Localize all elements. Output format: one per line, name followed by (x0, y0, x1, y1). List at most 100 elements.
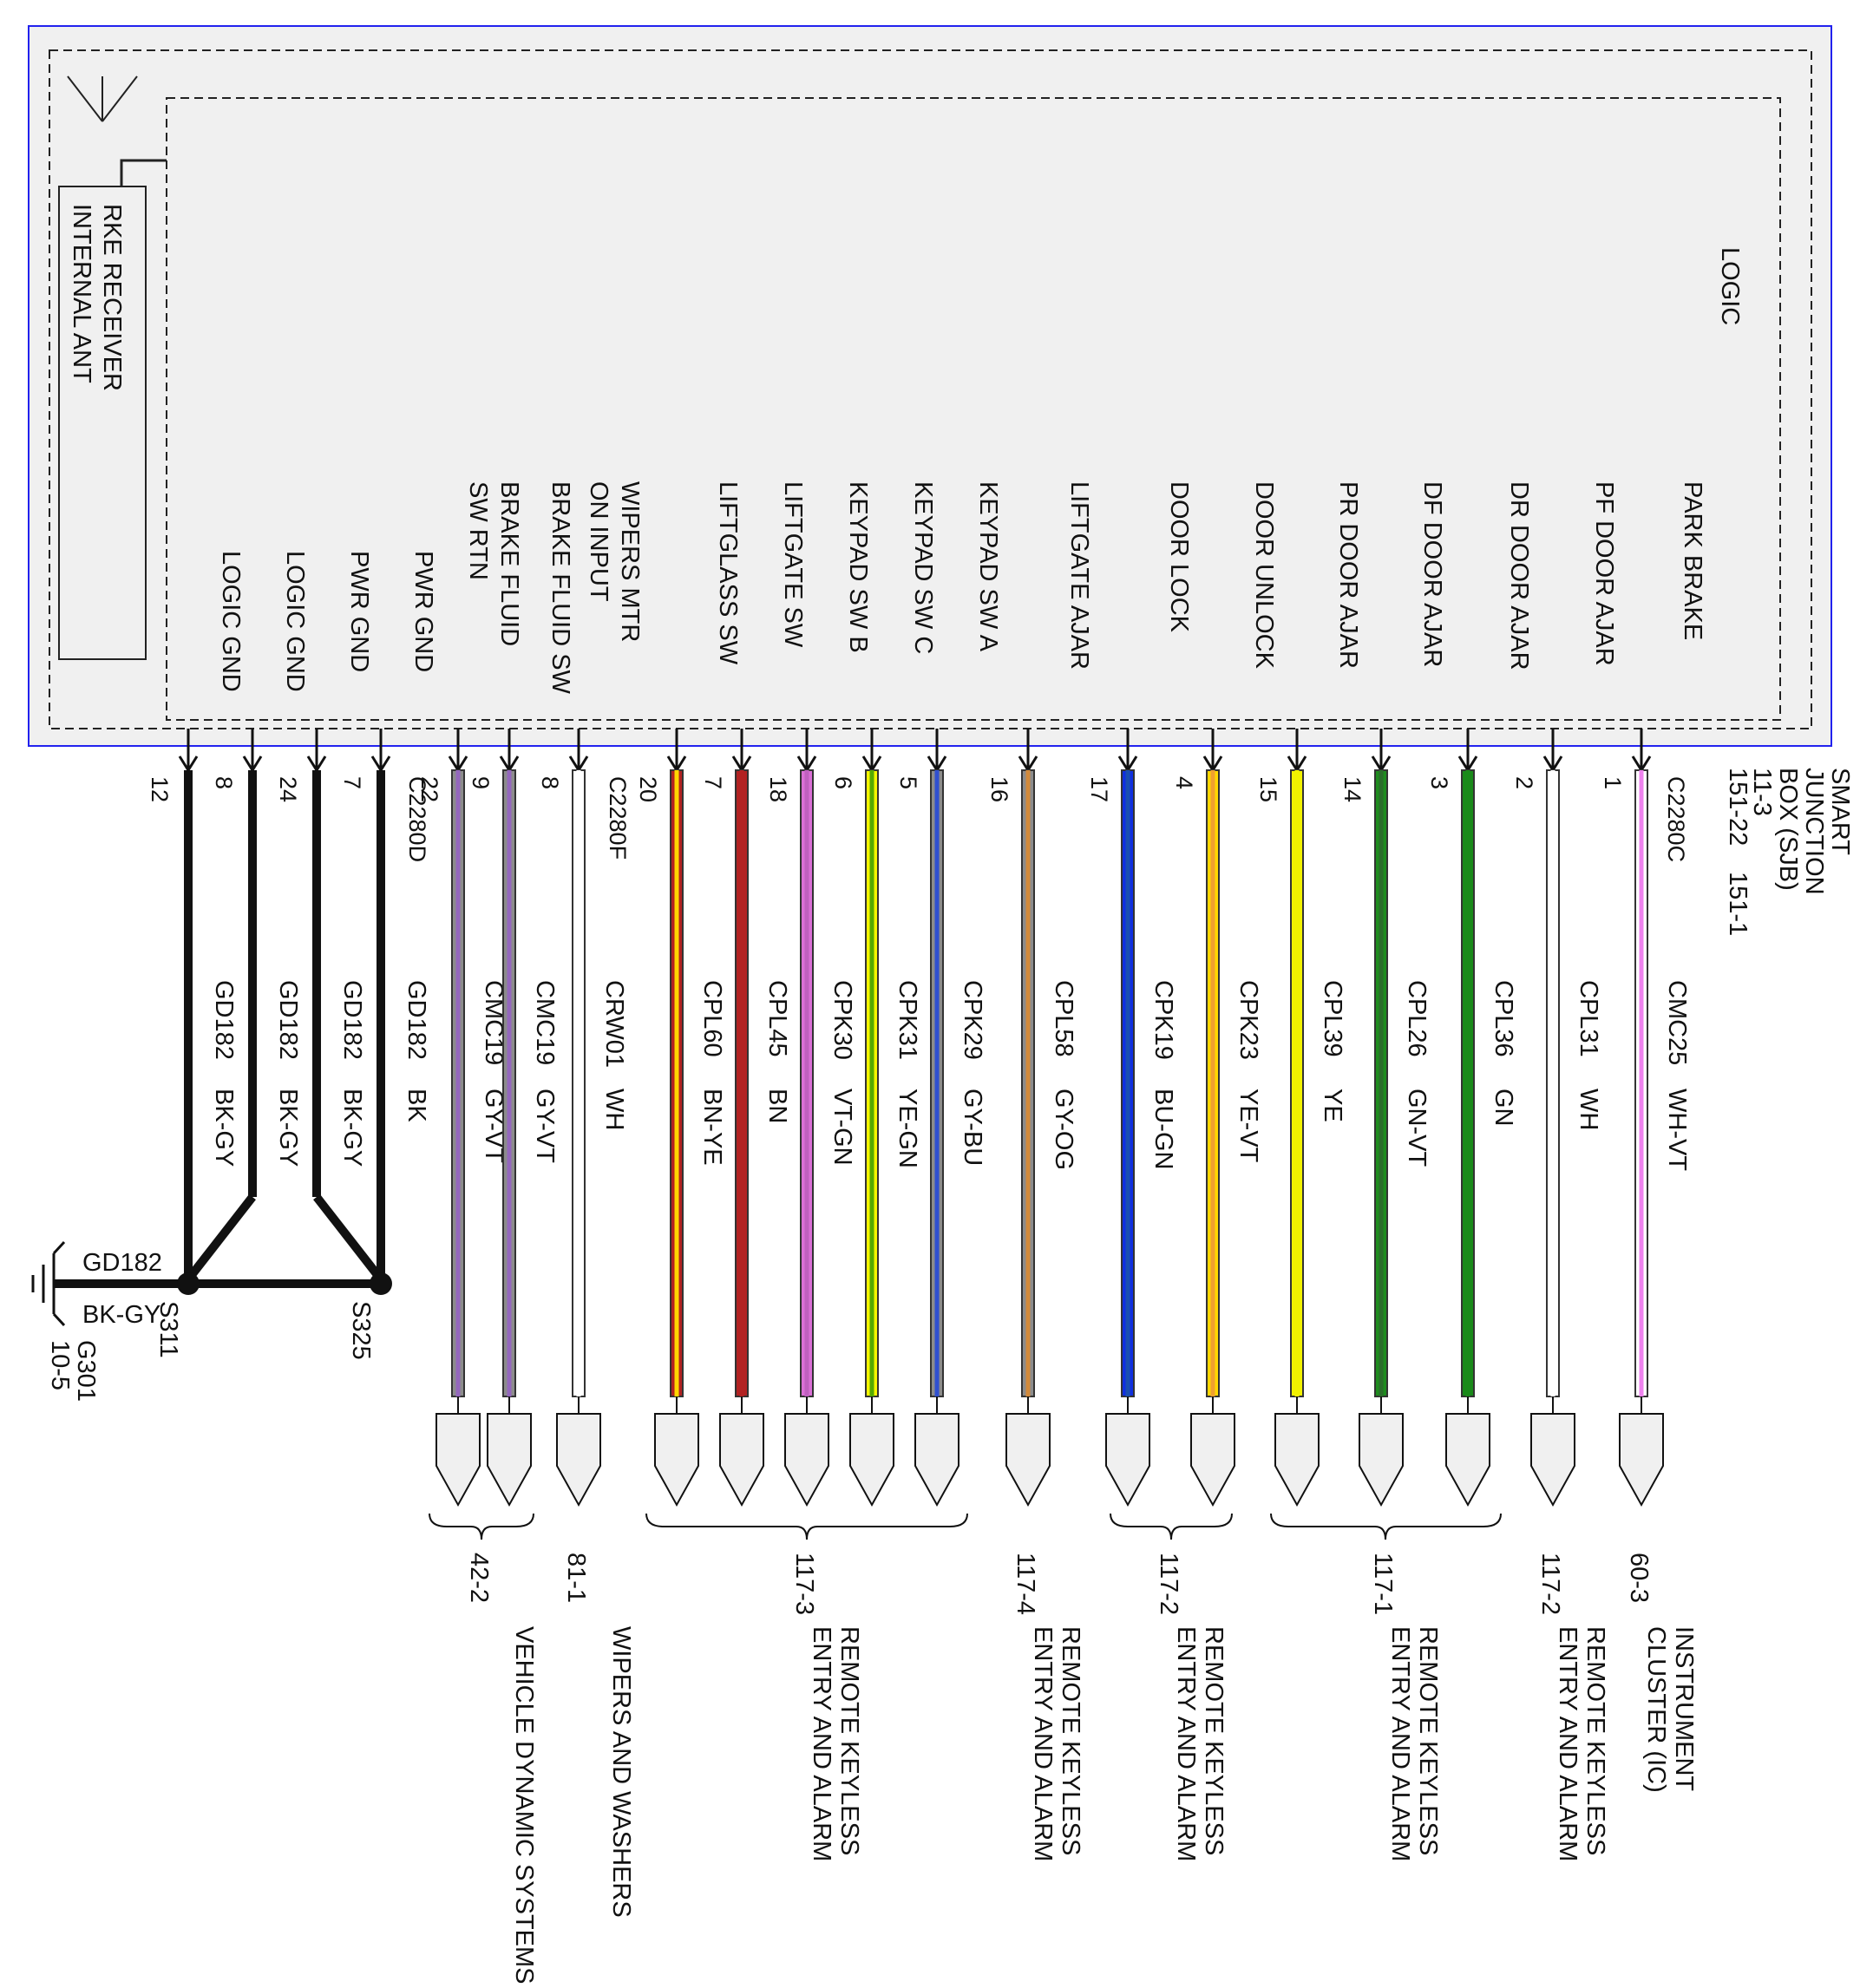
wire-crw01 (572, 769, 586, 1397)
wire-circuit: CPL45 (763, 980, 791, 1057)
rke-receiver-box (58, 186, 147, 660)
ground-wire-color: BK-GY (82, 1301, 160, 1329)
destination-label: REMOTE KEYLESS (1414, 1626, 1442, 1855)
connector-shape (556, 1413, 601, 1507)
wire-circuit: CPL36 (1490, 980, 1517, 1057)
destination-ref: 81-1 (562, 1553, 590, 1603)
wire-color: BK-GY (210, 1089, 238, 1167)
wire-tracer (1550, 770, 1555, 1396)
connector-shape (654, 1413, 699, 1507)
ground-point-label: G301 (72, 1340, 100, 1402)
outer-dashed-boundary (49, 49, 1812, 729)
sjb-module-box (28, 25, 1832, 747)
connector-shape (1619, 1413, 1664, 1507)
destination-ref: 60-3 (1625, 1553, 1653, 1603)
pin-function-label: PWR GND (345, 551, 373, 672)
wire-tracer (1379, 770, 1384, 1396)
pin-number: 1 (1600, 776, 1626, 789)
destination-label: VEHICLE DYNAMIC SYSTEMS (510, 1626, 538, 1985)
pin-number: 7 (339, 776, 365, 789)
connector-c2280c: C2280C (1663, 776, 1689, 862)
wire-circuit: CPK29 (959, 980, 986, 1060)
destination-label: CLUSTER (IC) (1642, 1626, 1670, 1793)
connector-shape (784, 1413, 829, 1507)
pin-function-label: LIFTGLASS SW (714, 481, 742, 665)
pin-function-label: DOOR UNLOCK (1250, 481, 1278, 670)
pin-function-label: PWR GND (409, 551, 437, 672)
connector-shape (1359, 1413, 1404, 1507)
splice-s311-label: S311 (154, 1301, 182, 1358)
brace-door-lock-group (1110, 1513, 1233, 1540)
pin-function-label: LOGIC GND (281, 551, 309, 692)
destination-label: ENTRY AND ALARM (1554, 1626, 1582, 1861)
destination-ref: 117-3 (790, 1553, 818, 1615)
wire-tracer (1125, 770, 1130, 1396)
wire-circuit: CMC19 (531, 980, 559, 1065)
wire-circuit: GD182 (403, 980, 430, 1060)
wire-cpl58 (1021, 769, 1035, 1397)
pin-number: 12 (147, 776, 173, 802)
logic-label: LOGIC (1716, 247, 1744, 325)
wire-circuit: CPK19 (1149, 980, 1177, 1060)
wire-circuit: CMC25 (1663, 980, 1691, 1065)
wire-color: WH (1575, 1089, 1602, 1130)
pin-number: 16 (986, 776, 1012, 802)
pin-function-label: DR DOOR AJAR (1505, 481, 1533, 670)
wire-tracer (804, 770, 809, 1396)
wire-cpl45 (735, 769, 749, 1397)
wire-circuit: CRW01 (600, 980, 628, 1068)
pin-function-label: ON INPUT (585, 481, 612, 602)
pin-function-label: LIFTGATE SW (779, 481, 807, 648)
destination-label: WIPERS AND WASHERS (607, 1626, 635, 1918)
wire-circuit: CPL60 (698, 980, 726, 1057)
pin-number: 7 (700, 776, 726, 789)
pin-function-label: BRAKE FLUID SW (547, 481, 574, 695)
connector-shape (487, 1413, 532, 1507)
brace-door-ajar-group (1270, 1513, 1502, 1540)
wire-tracer (674, 770, 679, 1396)
wire-tracer (1294, 770, 1300, 1396)
wire-tracer (1025, 770, 1031, 1396)
sjb-title-3: BOX (SJB) (1774, 768, 1802, 891)
destination-ref: 117-4 (1012, 1553, 1039, 1615)
wire-cpk23 (1206, 769, 1220, 1397)
pin-function-label: KEYPAD SW A (974, 481, 1002, 652)
pin-number: 6 (830, 776, 856, 789)
wire-circuit: CPL26 (1403, 980, 1431, 1057)
destination-ref: 42-2 (465, 1553, 493, 1603)
wire-color: VT-GN (828, 1089, 856, 1166)
wire-cpl60 (670, 769, 684, 1397)
antenna-link (120, 159, 167, 186)
wire-color: GY-VT (531, 1089, 559, 1163)
wire-tracer (507, 770, 512, 1396)
wire-cpk31 (865, 769, 879, 1397)
pin-function-label: DF DOOR AJAR (1418, 481, 1446, 667)
destination-label: ENTRY AND ALARM (808, 1626, 835, 1861)
wire-cpl36 (1461, 769, 1475, 1397)
rke-receiver-label: RKE RECEIVER (98, 204, 126, 391)
ground-ref-label: 10-5 (46, 1340, 74, 1390)
wire-color: YE-VT (1235, 1089, 1262, 1163)
ground-wire-bend (313, 1193, 384, 1283)
wire-color: BK-GY (338, 1089, 366, 1167)
wire-tracer (1639, 770, 1644, 1396)
pin-number: 4 (1171, 776, 1197, 789)
wire-color: GY-BU (959, 1089, 986, 1166)
wire-cmc19 (451, 769, 465, 1397)
wire-cmc25 (1634, 769, 1648, 1397)
wire-color: BU-GN (1149, 1089, 1177, 1169)
connector-shape (1190, 1413, 1235, 1507)
destination-label: ENTRY AND ALARM (1029, 1626, 1057, 1861)
splice-s311 (177, 1272, 200, 1295)
pin-number: 17 (1086, 776, 1112, 802)
pin-number: 2 (1511, 776, 1537, 789)
connector-shape (1005, 1413, 1051, 1507)
internal-ant-label: INTERNAL ANT (68, 204, 95, 383)
wire-tracer (739, 770, 744, 1396)
connector-shape (914, 1413, 959, 1507)
wire-color: GN-VT (1403, 1089, 1431, 1167)
wire-tracer (576, 770, 581, 1396)
wire-cpk19 (1121, 769, 1135, 1397)
wire-color: BK (403, 1089, 430, 1122)
